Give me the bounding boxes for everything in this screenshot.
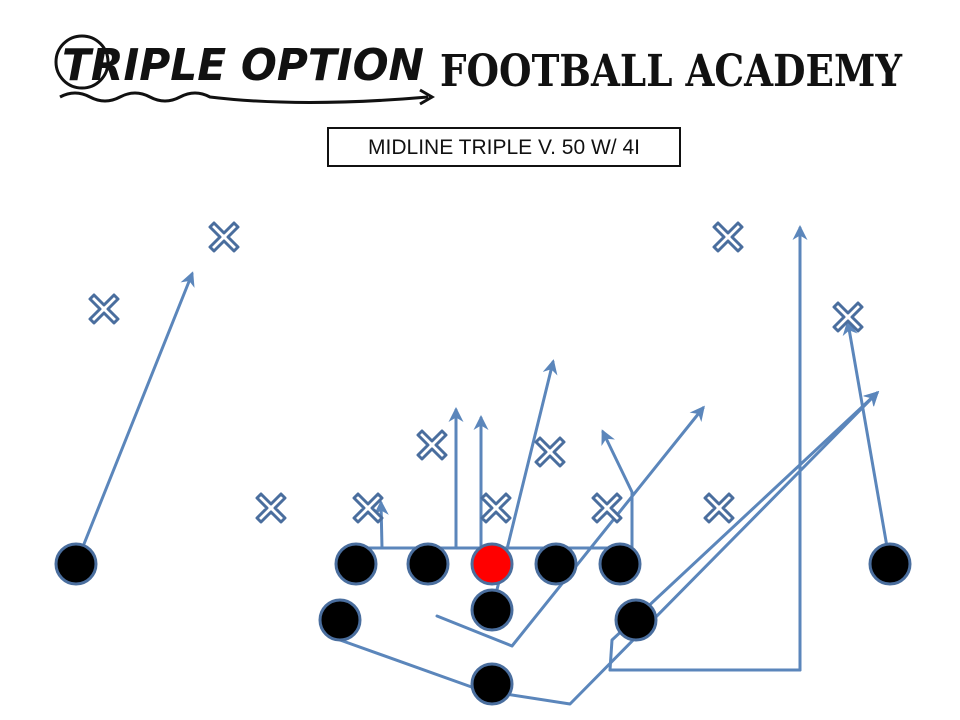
logo-ring-icon [54, 34, 110, 90]
x-mark-icon [534, 436, 566, 468]
right-wing-circle-icon [614, 598, 658, 642]
play-title-frame [327, 127, 681, 167]
x-mark-icon [591, 492, 623, 524]
route-flanker-stalk [842, 320, 892, 566]
flanker-circle-icon [868, 542, 912, 586]
x-mark-icon [416, 429, 448, 461]
play-title: MIDLINE TRIPLE V. 50 W/ 4I [368, 136, 640, 159]
brand-logo: TRIPLE OPTION FOOTBALL ACADEMY [54, 34, 902, 106]
route-right-tackle-release [601, 429, 634, 550]
right-guard-circle-icon [534, 542, 578, 586]
left-tackle-circle-icon [334, 542, 378, 586]
route-pitch-path [608, 390, 880, 672]
defense-layer [88, 221, 864, 524]
x-mark-icon [255, 492, 287, 524]
play-title-box: MIDLINE TRIPLE V. 50 W/ 4I [327, 127, 681, 167]
right-tackle-circle-icon [598, 542, 642, 586]
offense-layer [54, 542, 912, 706]
route-qb-keep [435, 405, 705, 648]
route-left-tackle-block [373, 500, 389, 550]
split-end-circle-icon [54, 542, 98, 586]
left-guard-circle-icon [406, 542, 450, 586]
x-mark-icon [703, 492, 735, 524]
brand-block-text: FOOTBALL ACADEMY [440, 46, 902, 97]
x-mark-icon [712, 221, 744, 253]
x-mark-icon [208, 221, 240, 253]
route-pitch-back-arc [338, 390, 880, 706]
quarterback-circle-icon [470, 588, 514, 632]
brand-swoosh-arrow-icon [419, 88, 435, 106]
fullback-circle-icon [470, 662, 514, 706]
route-split-end-vertical [74, 271, 195, 566]
brand-swoosh-icon [59, 91, 429, 104]
x-mark-icon [88, 293, 120, 325]
route-layer [74, 225, 892, 706]
x-mark-icon [352, 492, 384, 524]
x-mark-icon [480, 492, 512, 524]
brand-script-text: TRIPLE OPTION [62, 40, 424, 91]
left-wing-circle-icon [318, 598, 362, 642]
center-ball-circle-icon [470, 542, 514, 586]
